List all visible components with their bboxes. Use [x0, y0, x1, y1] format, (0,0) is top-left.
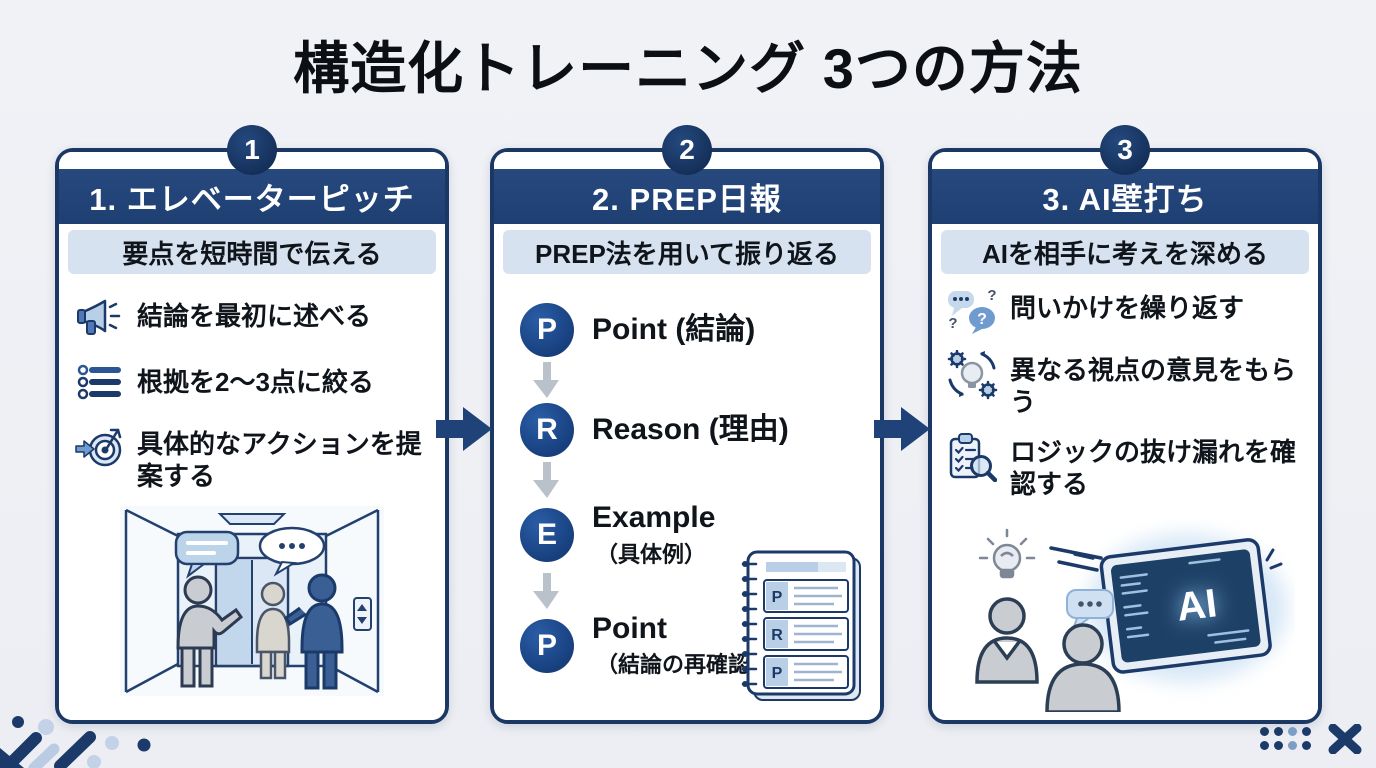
- chat-question-icon: ? ? ?: [946, 288, 998, 336]
- bullet-list-icon: [73, 362, 125, 402]
- prep-letter-circle: R: [520, 403, 574, 457]
- card-frame: 1. エレベーターピッチ 要点を短時間で伝える 結論を最初に述べる: [59, 152, 445, 720]
- question-glyph: ?: [977, 311, 987, 328]
- gears-bulb-icon: [946, 350, 998, 400]
- card-subtitle-2: PREP法を用いて振り返る: [503, 230, 871, 274]
- x-mark-icon: [1328, 723, 1362, 755]
- card-body-3: ? ? ? 問いかけを繰り返す: [932, 274, 1318, 720]
- target-arrow-icon: [73, 424, 125, 470]
- corner-decoration-right: [1260, 723, 1362, 755]
- card-frame: 2. PREP日報 PREP法を用いて振り返る P Point (結論) R R…: [494, 152, 880, 720]
- notebook-row-letter: P: [772, 589, 783, 606]
- prep-step-example: E Example （具体例）: [520, 502, 880, 569]
- question-glyph: ?: [948, 315, 957, 332]
- prep-step-reason: R Reason (理由): [520, 402, 880, 458]
- dots-grid: [1260, 727, 1312, 751]
- ai-screen-label-glow: AI: [1174, 581, 1219, 630]
- corner-decoration-left: [0, 688, 210, 768]
- prep-step-sublabel: （結論の再確認）: [596, 652, 773, 677]
- prep-step-label: Reason (理由): [592, 413, 789, 447]
- megaphone-icon: [73, 296, 125, 340]
- bullet-row: 具体的なアクションを提案する: [59, 424, 445, 492]
- step-badge-3: 3: [1100, 125, 1150, 175]
- prep-step-point: P Point (結論): [520, 302, 880, 358]
- bullet-text: 具体的なアクションを提案する: [137, 429, 422, 491]
- card-subtitle-1: 要点を短時間で伝える: [68, 230, 436, 274]
- prep-step-label: Point: [592, 611, 667, 645]
- page-title: 構造化トレーニング 3つの方法: [293, 37, 1083, 100]
- card-header-1: 1. エレベーターピッチ: [59, 169, 445, 224]
- question-glyph: ?: [987, 288, 996, 304]
- checklist-search-icon: [946, 432, 998, 483]
- prep-letter-circle: P: [520, 303, 574, 357]
- bullet-text: ロジックの抜け漏れを確認する: [1010, 437, 1297, 500]
- card-header-3: 3. AI壁打ち: [932, 169, 1318, 224]
- notebook-row-letter: R: [771, 627, 783, 644]
- bullet-row: 根拠を2〜3点に絞る: [59, 362, 445, 402]
- card-prep-report: 2 2. PREP日報 PREP法を用いて振り返る P Point (結論) R…: [490, 125, 884, 724]
- step-badge-2: 2: [662, 125, 712, 175]
- bullet-row: ロジックの抜け漏れを確認する: [932, 432, 1318, 500]
- bullet-text: 異なる視点の意見をもらう: [1010, 355, 1297, 417]
- prep-step-sublabel: （具体例）: [596, 541, 707, 567]
- elevator-illustration: [59, 502, 445, 700]
- bullet-text: 問いかけを繰り返す: [1010, 293, 1245, 323]
- ai-illustration: AI AI: [932, 520, 1318, 712]
- notebook-row-letter: P: [772, 665, 783, 682]
- bullet-row: ? ? ? 問いかけを繰り返す: [932, 288, 1318, 336]
- ai-screen-label: AI: [1174, 581, 1219, 630]
- prep-letter-circle: P: [520, 618, 574, 673]
- bullet-text: 根拠を2〜3点に絞る: [137, 367, 374, 397]
- bullet-row: 異なる視点の意見をもらう: [932, 350, 1318, 418]
- card-body-2: P Point (結論) R Reason (理由) E: [494, 274, 880, 720]
- card-subtitle-3: AIを相手に考えを深める: [941, 230, 1309, 274]
- down-arrow-icon: [533, 572, 880, 609]
- bullet-text: 結論を最初に述べる: [137, 301, 372, 331]
- prep-step-point-repeat: P Point （結論の再確認）: [520, 611, 880, 680]
- prep-step-label: Point (結論): [592, 313, 756, 347]
- flow-arrow-icon: [436, 404, 492, 454]
- card-body-1: 結論を最初に述べる 根拠を2〜3点に絞る: [59, 274, 445, 720]
- down-arrow-icon: [533, 462, 880, 498]
- prep-step-label: Example: [592, 501, 716, 534]
- card-elevator-pitch: 1 1. エレベーターピッチ 要点を短時間で伝える 結論を最初に述べる: [55, 125, 449, 724]
- flow-arrow-icon: [874, 404, 930, 454]
- card-header-2: 2. PREP日報: [494, 169, 880, 224]
- card-ai-sparring: 3 3. AI壁打ち AIを相手に考えを深める ? ?: [928, 125, 1322, 724]
- step-badge-1: 1: [227, 125, 277, 175]
- card-frame: 3. AI壁打ち AIを相手に考えを深める ? ? ?: [932, 152, 1318, 720]
- bullet-row: 結論を最初に述べる: [59, 296, 445, 340]
- notebook-illustration: P R P: [738, 548, 866, 706]
- prep-flow: P Point (結論) R Reason (理由) E: [494, 274, 880, 679]
- prep-letter-circle: E: [520, 508, 574, 563]
- down-arrow-icon: [533, 362, 880, 398]
